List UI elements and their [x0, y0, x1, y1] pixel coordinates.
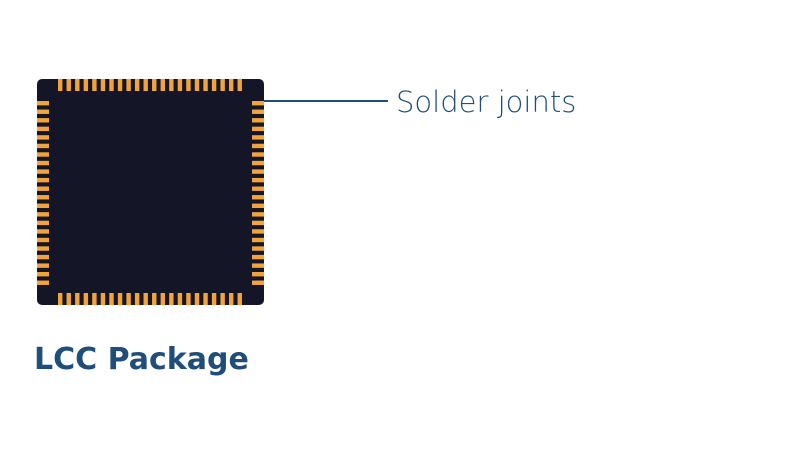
- pins-left-column: [37, 101, 49, 285]
- solder-pad: [37, 118, 49, 123]
- solder-pad: [169, 79, 174, 91]
- solder-pad: [143, 79, 148, 91]
- solder-pad: [252, 101, 264, 106]
- solder-pad: [177, 293, 183, 305]
- solder-pad: [252, 220, 264, 226]
- solder-pad: [186, 79, 191, 91]
- solder-pad: [134, 79, 140, 91]
- solder-pad: [252, 272, 264, 277]
- solder-pad: [92, 293, 97, 305]
- solder-pad: [237, 79, 242, 91]
- solder-pad: [100, 293, 106, 305]
- solder-pad: [252, 109, 264, 114]
- solder-pad: [252, 203, 264, 208]
- solder-pad: [229, 293, 234, 305]
- solder-pad: [143, 293, 148, 305]
- solder-pad: [252, 246, 264, 251]
- solder-pad: [117, 79, 123, 91]
- solder-pad: [211, 293, 217, 305]
- solder-pad: [252, 169, 264, 174]
- solder-pad: [160, 79, 165, 91]
- solder-pad: [37, 186, 49, 191]
- solder-pad: [37, 237, 49, 243]
- solder-pad: [203, 293, 208, 305]
- solder-pad: [169, 293, 174, 305]
- solder-pad: [58, 293, 63, 305]
- solder-pad: [203, 79, 208, 91]
- solder-pad: [252, 229, 264, 234]
- solder-pad: [75, 79, 80, 91]
- solder-pad: [37, 263, 49, 268]
- solder-pad: [152, 293, 157, 305]
- solder-pad: [66, 293, 71, 305]
- solder-pad: [37, 246, 49, 251]
- solder-pad: [220, 79, 225, 91]
- pins-right-column: [252, 101, 264, 285]
- solder-pad: [252, 212, 264, 217]
- solder-pad: [160, 293, 165, 305]
- solder-pad: [109, 293, 114, 305]
- solder-pad: [37, 135, 49, 140]
- solder-pad: [152, 79, 157, 91]
- solder-pad: [252, 280, 264, 285]
- solder-pad: [126, 293, 131, 305]
- solder-pad: [37, 280, 49, 285]
- solder-pad: [252, 254, 264, 260]
- package-body: [37, 79, 264, 305]
- pins-bottom-row: [58, 293, 242, 305]
- solder-pad: [186, 293, 191, 305]
- solder-pad: [37, 220, 49, 226]
- solder-pad: [252, 263, 264, 268]
- solder-pad: [37, 177, 49, 183]
- solder-pad: [37, 126, 49, 132]
- solder-pad: [252, 118, 264, 123]
- solder-pad: [37, 254, 49, 260]
- solder-pad: [37, 169, 49, 174]
- solder-pad: [37, 160, 49, 166]
- solder-pad: [252, 195, 264, 200]
- solder-pad: [252, 160, 264, 166]
- solder-pad: [37, 143, 49, 149]
- solder-joints-label: Solder joints: [396, 85, 576, 119]
- solder-pad: [66, 79, 71, 91]
- solder-pad: [194, 293, 200, 305]
- solder-pad: [134, 293, 140, 305]
- solder-pad: [229, 79, 234, 91]
- solder-pad: [126, 79, 131, 91]
- solder-pad: [109, 79, 114, 91]
- solder-pad: [252, 143, 264, 149]
- solder-pad: [237, 293, 242, 305]
- solder-pad: [37, 109, 49, 114]
- solder-pad: [194, 79, 200, 91]
- solder-pad: [83, 79, 89, 91]
- solder-pad: [37, 229, 49, 234]
- solder-pad: [220, 293, 225, 305]
- solder-pad: [252, 152, 264, 157]
- solder-pad: [37, 101, 49, 106]
- solder-pad: [252, 126, 264, 132]
- solder-pad: [58, 79, 63, 91]
- solder-pad: [37, 203, 49, 208]
- solder-pad: [37, 152, 49, 157]
- solder-pad: [211, 79, 217, 91]
- solder-pad: [37, 212, 49, 217]
- solder-pad: [252, 237, 264, 243]
- solder-pad: [100, 79, 106, 91]
- package-title: LCC Package: [34, 342, 249, 377]
- solder-pad: [252, 177, 264, 183]
- solder-pad: [117, 293, 123, 305]
- solder-pad: [37, 195, 49, 200]
- solder-pad: [252, 135, 264, 140]
- pins-top-row: [58, 79, 242, 91]
- solder-pad: [252, 186, 264, 191]
- solder-pad: [37, 272, 49, 277]
- solder-pad: [177, 79, 183, 91]
- solder-pad: [83, 293, 89, 305]
- solder-pad: [75, 293, 80, 305]
- solder-pad: [92, 79, 97, 91]
- lcc-package-chip: [37, 79, 264, 305]
